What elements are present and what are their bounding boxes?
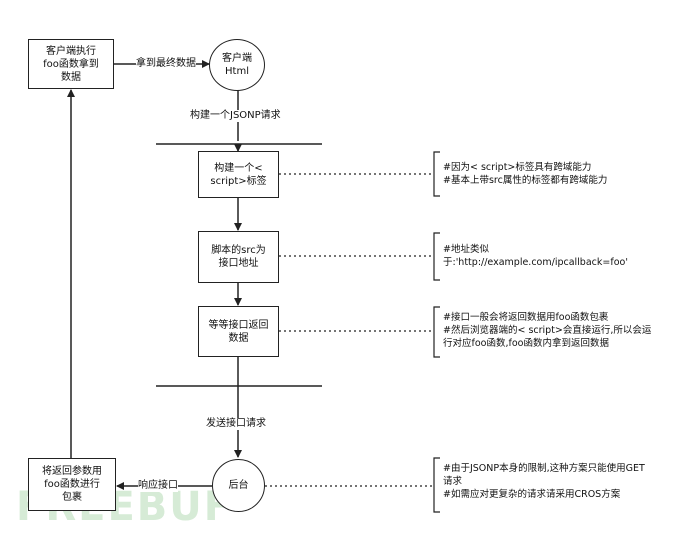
note-bracket-2 xyxy=(433,232,440,281)
note-jsonp-limit: #由于JSONP本身的限制,这种方案只能使用GET 请求 #如需应对更复杂的请求… xyxy=(443,463,645,500)
node-backend[interactable]: 后台 xyxy=(212,459,265,512)
edge-label-respond: 响应接口 xyxy=(138,480,178,492)
node-script-src[interactable]: 脚本的src为 接口地址 xyxy=(198,231,279,283)
node-wrap-params[interactable]: 将返回参数用 foo函数进行 包裹 xyxy=(28,458,116,511)
edge-label-get-final-data: 拿到最终数据 xyxy=(136,58,196,70)
node-client-exec[interactable]: 客户端执行 foo函数拿到 数据 xyxy=(28,39,114,89)
note-bracket-3 xyxy=(433,306,440,358)
node-wait-return[interactable]: 等等接口返回 数据 xyxy=(198,306,279,357)
note-bracket-4 xyxy=(433,457,440,513)
note-foo-wrapper: #接口一般会将返回数据用foo函数包裹 #然后浏览器端的< script>会直接… xyxy=(443,312,652,349)
node-build-tag[interactable]: 构建一个< script>标签 xyxy=(198,151,279,198)
note-address-example: #地址类似 于:'http://example.com/ipcallback=f… xyxy=(443,244,628,268)
node-client-html[interactable]: 客户端 Html xyxy=(209,39,265,91)
note-bracket-1 xyxy=(433,151,440,197)
edge-label-build-jsonp: 构建一个JSONP请求 xyxy=(190,110,281,122)
note-cross-domain: #因为< script>标签具有跨域能力 #基本上带src属性的标签都有跨域能力 xyxy=(443,162,608,186)
edge-label-send-request: 发送接口请求 xyxy=(206,418,266,430)
